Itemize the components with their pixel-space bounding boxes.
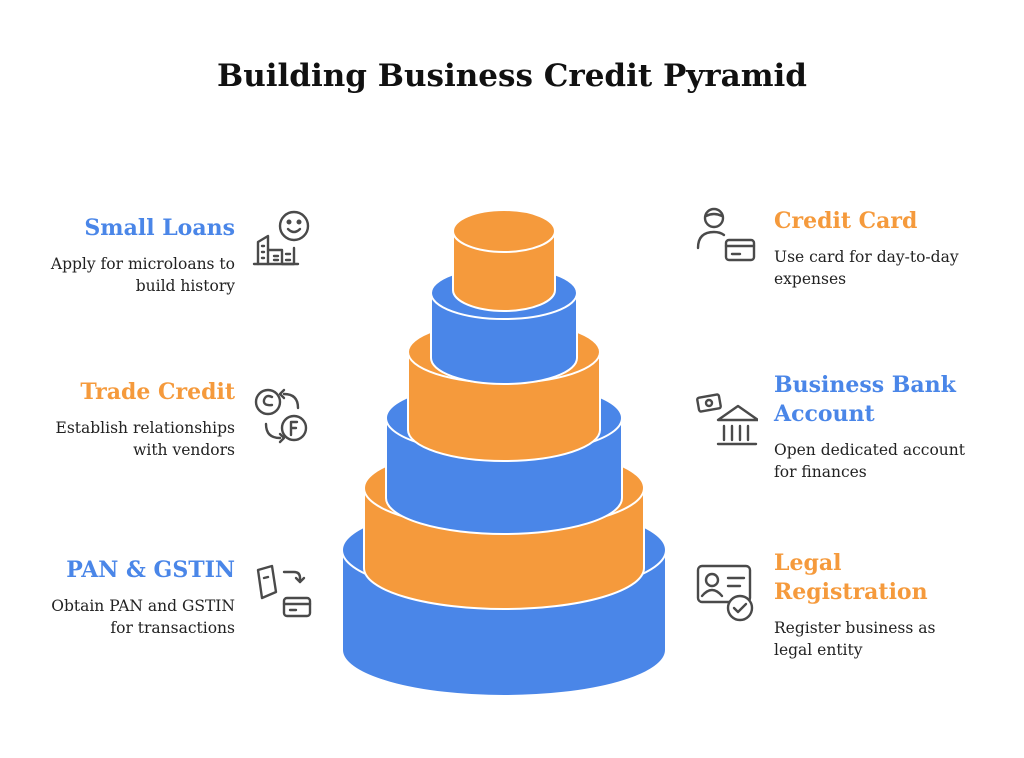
tier-title: Legal Registration bbox=[774, 550, 928, 605]
tier-description: Establish relationships with vendors bbox=[55, 419, 236, 459]
tier-business-bank-account: Business Bank Account Open dedicated acc… bbox=[774, 371, 1004, 483]
tier-side bbox=[452, 230, 556, 312]
tier-description: Register business as legal entity bbox=[774, 619, 936, 659]
tier-small-loans: Small Loans Apply for microloans to buil… bbox=[35, 214, 235, 297]
tier-pan-gstin: PAN & GSTIN Obtain PAN and GSTIN for tra… bbox=[35, 556, 235, 639]
page-title: Building Business Credit Pyramid bbox=[217, 58, 807, 94]
tier-top bbox=[452, 209, 556, 253]
tier-title: Business Bank Account bbox=[774, 372, 956, 427]
pyramid-tier-1 bbox=[452, 209, 556, 312]
tier-title: Trade Credit bbox=[80, 379, 235, 405]
tier-description: Obtain PAN and GSTIN for transactions bbox=[51, 597, 235, 637]
tier-title: Small Loans bbox=[84, 215, 235, 241]
tier-trade-credit: Trade Credit Establish relationships wit… bbox=[35, 378, 236, 461]
bank-cash-icon bbox=[694, 384, 758, 448]
document-card-icon bbox=[250, 560, 314, 624]
tier-description: Use card for day-to-day expenses bbox=[774, 248, 959, 288]
building-smiley-icon bbox=[250, 206, 314, 270]
tier-credit-card: Credit Card Use card for day-to-day expe… bbox=[774, 207, 1004, 290]
tier-description: Apply for microloans to build history bbox=[50, 255, 235, 295]
id-check-icon bbox=[694, 560, 758, 624]
tier-description: Open dedicated account for finances bbox=[774, 441, 965, 481]
tier-title: Credit Card bbox=[774, 208, 918, 234]
person-card-icon bbox=[694, 204, 758, 268]
tier-title: PAN & GSTIN bbox=[66, 557, 235, 583]
tier-legal-registration: Legal Registration Register business as … bbox=[774, 549, 1004, 661]
currency-exchange-icon bbox=[250, 384, 314, 448]
